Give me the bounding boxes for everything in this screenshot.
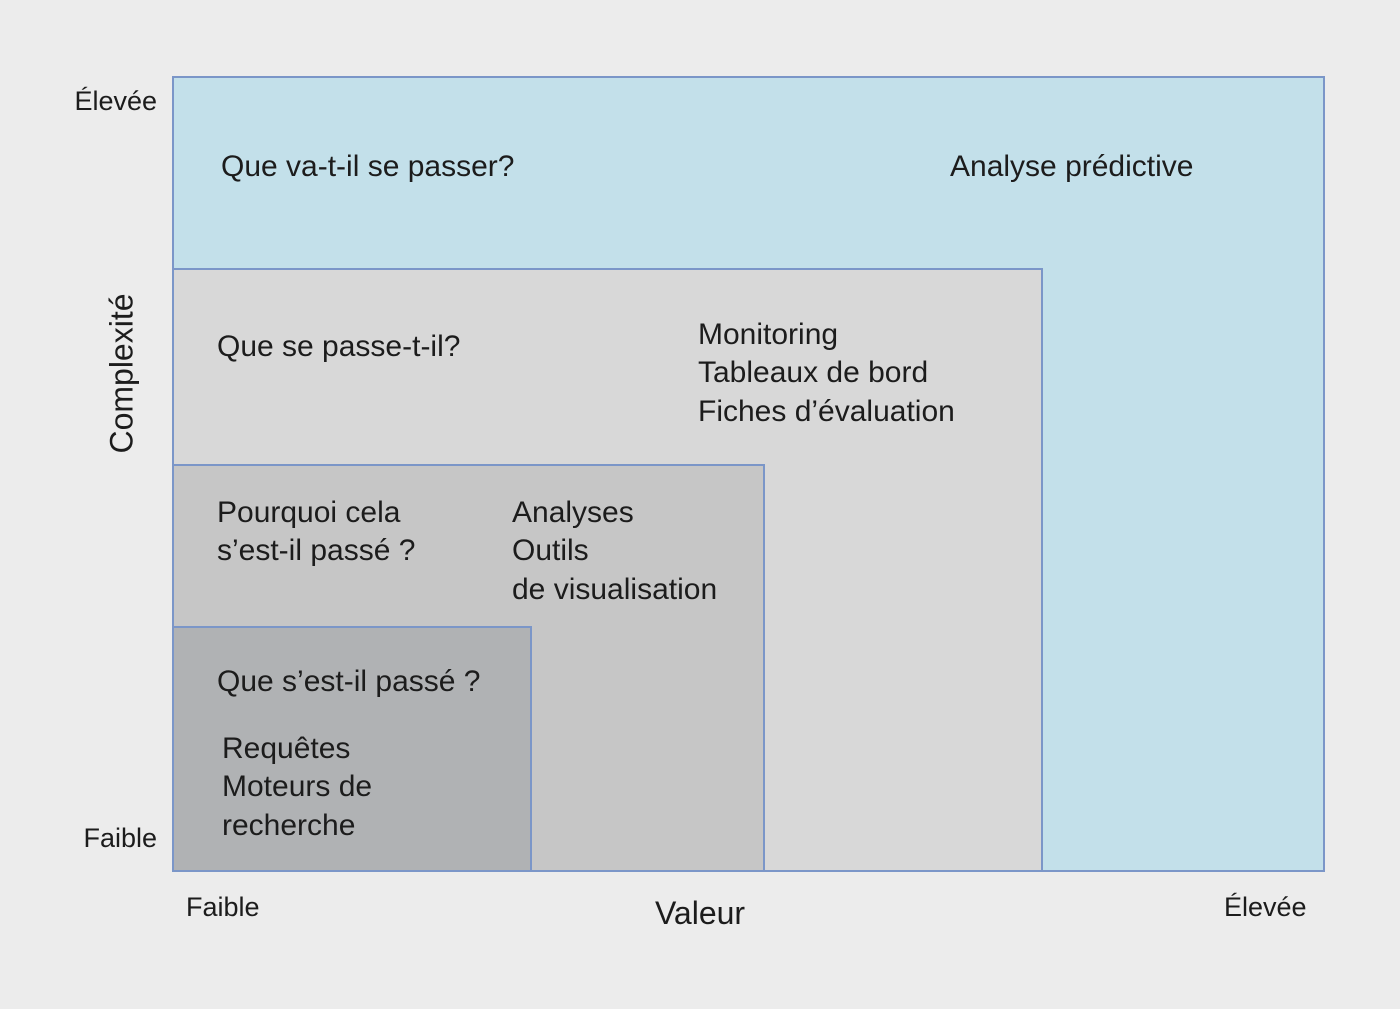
tier-reporting-question: Que s’est-il passé ? bbox=[217, 665, 481, 698]
x-axis-tick-high: Élevée bbox=[1224, 892, 1307, 922]
tier-descriptive-tools: Monitoring Tableaux de bord Fiches d’éva… bbox=[698, 318, 955, 428]
tier-diagnostic-tools: Analyses Outils de visualisation bbox=[512, 496, 718, 606]
x-axis-title: Valeur bbox=[654, 895, 746, 931]
tier-reporting-analytics bbox=[172, 626, 532, 872]
tier-predictive-tools: Analyse prédictive bbox=[950, 150, 1194, 183]
y-axis-title: Complexité bbox=[103, 293, 140, 454]
x-axis-tick-low: Faible bbox=[186, 892, 260, 922]
y-axis-tick-high: Élevée bbox=[74, 86, 157, 116]
tier-predictive-question: Que va-t-il se passer? bbox=[221, 150, 515, 183]
tier-descriptive-question: Que se passe-t-il? bbox=[217, 330, 461, 363]
tier-diagnostic-question: Pourquoi cela s’est-il passé ? bbox=[217, 496, 416, 568]
y-axis-tick-low: Faible bbox=[83, 823, 157, 853]
tier-reporting-tools: Requêtes Moteurs de recherche bbox=[222, 732, 373, 842]
